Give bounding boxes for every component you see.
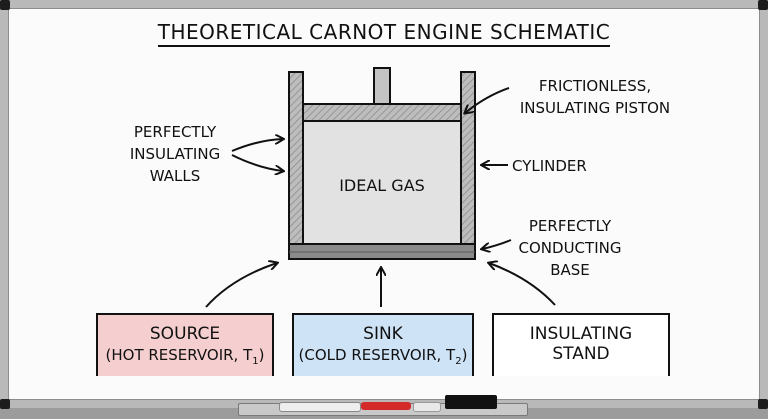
gas-label: IDEAL GAS bbox=[339, 176, 425, 195]
source-box: SOURCE (HOT RESERVOIR, T1) bbox=[96, 313, 274, 376]
base-arrow bbox=[482, 239, 512, 249]
walls-label-line: WALLS bbox=[149, 167, 201, 185]
walls-label-line: PERFECTLY bbox=[133, 123, 217, 141]
piston-label-line: FRICTIONLESS, bbox=[538, 77, 652, 95]
sink-title: SINK bbox=[363, 324, 403, 344]
walls-arrow-upper bbox=[231, 139, 283, 152]
base-label-line: BASE bbox=[550, 261, 590, 279]
ideal-gas-region bbox=[303, 121, 461, 244]
red-marker bbox=[361, 402, 411, 410]
frame-corner bbox=[0, 0, 10, 10]
walls-arrow-lower bbox=[231, 154, 283, 171]
diagram-title: THEORETICAL CARNOT ENGINE SCHEMATIC bbox=[0, 20, 768, 47]
frame-corner bbox=[0, 399, 10, 409]
cylinder-left-wall bbox=[288, 71, 304, 247]
piston-head bbox=[302, 103, 462, 122]
base-label: PERFECTLY CONDUCTING BASE bbox=[510, 215, 630, 281]
sink-subtitle: (COLD RESERVOIR, T2) bbox=[298, 346, 468, 367]
stand-arrow bbox=[489, 263, 556, 306]
sink-box: SINK (COLD RESERVOIR, T2) bbox=[292, 313, 474, 376]
marker-cap bbox=[413, 402, 441, 412]
walls-label: PERFECTLY INSULATING WALLS bbox=[110, 121, 240, 187]
frame-corner bbox=[758, 399, 768, 409]
cylinder-right-wall bbox=[460, 71, 476, 247]
stand-box: INSULATING STAND bbox=[492, 313, 670, 376]
piston-label-line: INSULATING PISTON bbox=[519, 99, 671, 117]
frame-corner bbox=[758, 0, 768, 10]
stand-title: INSULATING bbox=[529, 324, 633, 344]
base-label-line: PERFECTLY bbox=[528, 217, 612, 235]
eraser bbox=[445, 395, 497, 409]
walls-label-line: INSULATING bbox=[129, 145, 221, 163]
stand-subtitle: STAND bbox=[552, 344, 610, 364]
piston-arrow bbox=[465, 87, 510, 113]
base-label-line: CONDUCTING bbox=[518, 239, 622, 257]
piston-label: FRICTIONLESS, INSULATING PISTON bbox=[500, 75, 690, 119]
cylinder-label: CYLINDER bbox=[512, 157, 587, 175]
source-arrow bbox=[205, 263, 277, 308]
marker-tray bbox=[238, 395, 528, 416]
source-subtitle: (HOT RESERVOIR, T1) bbox=[105, 346, 265, 367]
white-marker bbox=[279, 402, 361, 412]
source-title: SOURCE bbox=[149, 324, 221, 344]
